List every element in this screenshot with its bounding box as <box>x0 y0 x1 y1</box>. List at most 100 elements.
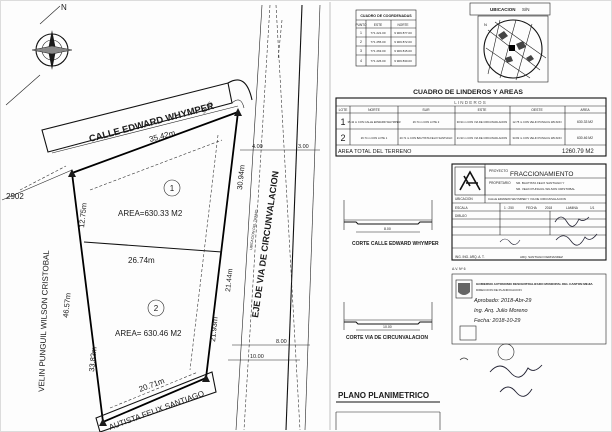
street-edge <box>51 105 239 154</box>
approval-line2: Ing. Arq. Julio Moreno <box>474 308 528 314</box>
linderos-cell: 35.42 m CON CALLE EDWARD WHYMPER <box>347 120 400 124</box>
dim-west-upper: 12.75m <box>77 202 89 228</box>
street-curve <box>231 99 245 109</box>
linderos-lot: 2 <box>340 133 345 143</box>
section2-dim: 10.00 <box>383 325 392 329</box>
lot-2-area: AREA= 630.46 M2 <box>115 329 182 338</box>
lot-2-circle <box>147 299 165 317</box>
lot-1-area: AREA=630.33 M2 <box>118 209 183 218</box>
cert-small: A.V. Nº 6 <box>452 267 466 271</box>
coords-cell: 4 <box>360 59 362 63</box>
signature <box>554 216 590 227</box>
draw-value: ING. ING. ARQ. A. T. <box>455 255 485 259</box>
location-blocks <box>498 31 534 63</box>
total-area-value: 1260.79 M2 <box>562 149 594 155</box>
coords-cell: 771 221.00 <box>370 31 385 35</box>
road-dim-top: 8.00 <box>276 339 287 345</box>
dim-east-lower: 21.93m <box>208 316 220 342</box>
road-axis <box>285 4 303 431</box>
coords-cell: 771 226.00 <box>370 59 385 63</box>
road-edge <box>243 4 271 431</box>
linderos-header: NORTE <box>368 108 381 112</box>
dim-west-full: 46.57m <box>61 292 73 318</box>
road-edge <box>304 4 321 431</box>
date-value: 2018 <box>545 206 552 210</box>
small-right-dim: 3.00 <box>298 144 309 150</box>
sheet-label: LAMINA <box>566 206 579 210</box>
setback-line <box>189 134 219 371</box>
linderos-cell: 630.33 M2 <box>577 120 593 124</box>
road-mark <box>277 19 283 61</box>
approval-header: GOBIERNO AUTONOMO DESCENTRALIZADO MUNICI… <box>476 282 593 286</box>
scale-label: ESCALA <box>455 206 468 210</box>
location-north: N <box>484 22 487 27</box>
setback-line <box>89 139 223 191</box>
approval-line1: Aprobado: 2018-Abr-29 <box>473 298 531 304</box>
title-block: PROYECTO FRACCIONAMIENTO PROPIETARIO SR.… <box>451 163 607 261</box>
location-label: UBICACION <box>455 197 473 201</box>
location-circle <box>483 19 543 79</box>
linderos-title: CUADRO DE LINDEROS Y AREAS <box>413 89 523 96</box>
approval-line3: Fecha: 2018-10-29 <box>474 318 520 324</box>
coordinates-table: CUADRO DE COORDENADAS PUNTO ESTE NORTE 1… <box>355 9 417 67</box>
signature <box>555 233 598 246</box>
lot-division <box>83 241 223 253</box>
linderos-header: SUR <box>422 108 430 112</box>
corner-marker <box>234 108 242 116</box>
coords-cell: 3 <box>360 49 362 53</box>
section1-dim: 8.00 <box>384 227 391 231</box>
lot-1-circle <box>163 179 181 197</box>
total-area-label: AREA TOTAL DEL TERRENO <box>338 149 412 155</box>
dim-east-mid: 21.44m <box>225 268 234 292</box>
lot-2-number: 2 <box>154 304 159 313</box>
coords-cell: 771 263.00 <box>370 49 385 53</box>
date-label: FECHA <box>526 206 538 210</box>
stamp-box <box>459 325 477 341</box>
linderos-lot: 1 <box>340 117 345 127</box>
location-site-marker <box>509 45 515 51</box>
coords-cell: 9 909 872.00 <box>394 40 412 44</box>
label-2902: 2902 <box>6 192 24 201</box>
coords-header-punto: PUNTO <box>355 23 367 27</box>
firm-logo <box>459 170 481 191</box>
linderos-header: ESTE <box>478 108 488 112</box>
linderos-cell: 21.93 m CON VIA DE CIRCUNVALACION <box>457 136 507 140</box>
corner-marker <box>68 169 76 177</box>
municipal-emblem <box>455 279 473 299</box>
linderos-table: CUADRO DE LINDEROS Y AREAS L I N D E R O… <box>335 89 607 157</box>
scale-value: 1 : 250 <box>504 206 514 210</box>
neighbor-line <box>19 165 67 191</box>
dim-east-upper: 30.94m <box>235 164 247 190</box>
north-arrow: N <box>31 3 73 70</box>
location-scale: S/N <box>522 7 530 12</box>
coords-header-norte: NORTE <box>397 23 408 27</box>
linderos-cell: 33.82 m CON VELIN PUNGUIL WILSON <box>513 136 562 140</box>
road-sections: 8.00 CORTE CALLE EDWARD WHYMPER 10.00 CO… <box>343 200 439 341</box>
neighbor-line <box>5 74 41 106</box>
street-label-east-small: UBICACION DEL TRAMO <box>249 209 259 250</box>
linderos-subtitle: L I N D E R O S <box>454 100 486 105</box>
approval-stamp: A.V. Nº 6 GOBIERNO AUTONOMO DESCENTRALIZ… <box>451 267 607 397</box>
linderos-cell: 20.71 m CON BAUTISTA FELIX SANTIAGO <box>400 136 453 140</box>
street-curve <box>227 79 253 101</box>
owner-value-2: SR. VELIN PUNGUIL WILSON CRISTOBAL <box>516 187 575 191</box>
linderos-cell: 30.94 m CON VIA DE CIRCUNVALACION <box>457 120 507 124</box>
section2-title: CORTE VIA DE CIRCUNVALACION <box>346 335 428 341</box>
sheet-title: PLANO PLANIMETRICO <box>338 391 429 400</box>
dim-mid: 26.74m <box>128 256 155 265</box>
north-label: N <box>61 3 67 12</box>
draw-label: DIBUJO <box>455 214 467 218</box>
corner-marker <box>202 374 210 382</box>
coords-cell: 771 255.00 <box>370 40 385 44</box>
project-value: FRACCIONAMIENTO <box>510 171 573 178</box>
emblem-shield <box>458 283 470 295</box>
linderos-cell: 12.75 m CON VELIN PUNGUIL WILSON <box>513 120 562 124</box>
round-stamp <box>497 343 515 361</box>
lot-1-number: 1 <box>170 184 175 193</box>
reviewer: ARQ. SANTIAGO FERNANDEZ <box>520 255 563 259</box>
coords-cell: 1 <box>360 31 362 35</box>
dim-west-lower: 33.82m <box>87 346 99 372</box>
approval-dept: DIRECCION DE PLANIFICACION <box>476 288 522 292</box>
coords-header-este: ESTE <box>374 23 382 27</box>
